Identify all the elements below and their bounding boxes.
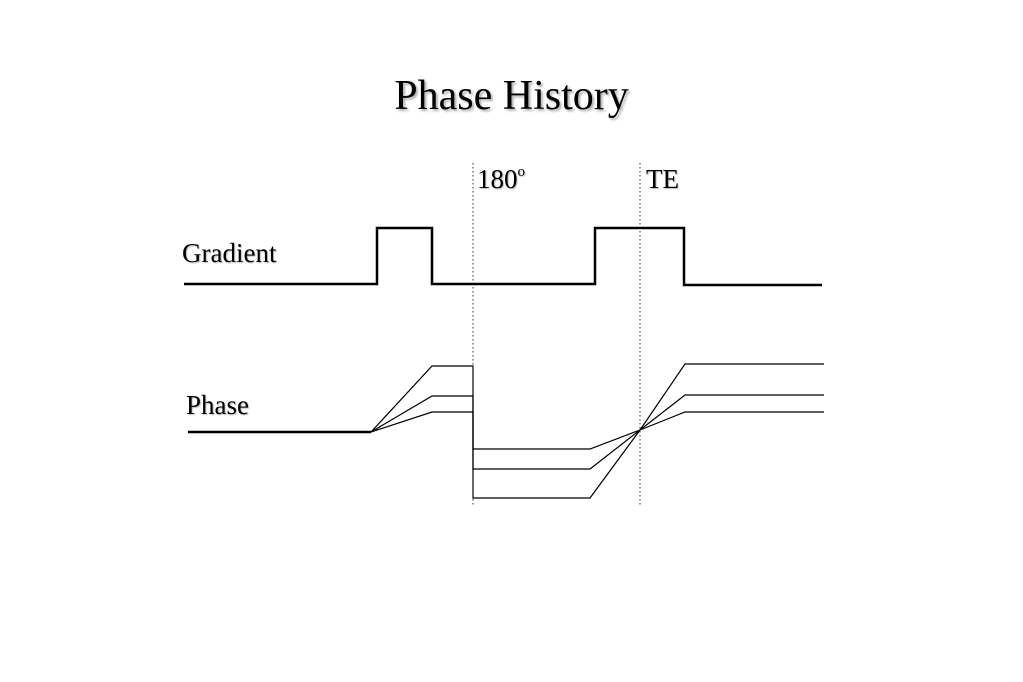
gradient-label: Gradient (182, 238, 277, 268)
phase-line-medium (370, 394, 824, 470)
pulse-180-number: 180 (477, 164, 518, 194)
pulse-180-label: 180o (477, 164, 525, 195)
phase-line-slow (370, 411, 824, 450)
echo-time-label: TE (646, 164, 679, 194)
phase-line-fast (370, 363, 824, 499)
slide-title: Phase History (394, 73, 629, 119)
degree-superscript: o (517, 164, 526, 180)
phase-label: Phase (186, 390, 249, 420)
gradient-waveform (184, 226, 822, 287)
